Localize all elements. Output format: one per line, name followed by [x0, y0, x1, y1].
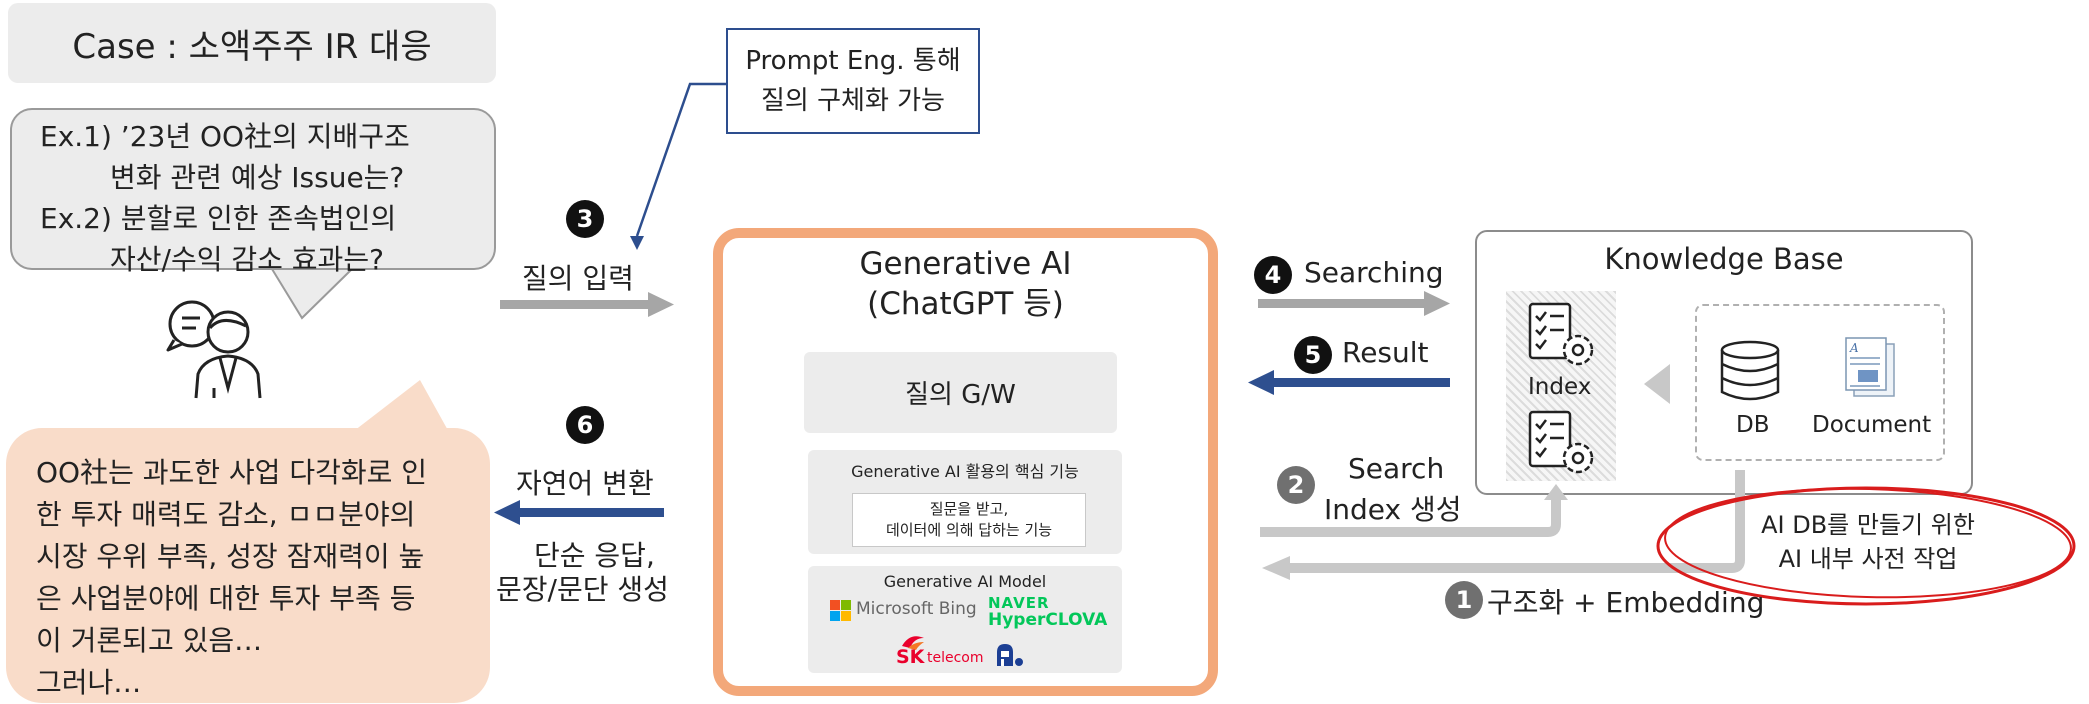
- database-icon: [1720, 340, 1780, 401]
- result-arrow: [1248, 370, 1450, 395]
- generative-ai-title: Generative AI (ChatGPT 등): [713, 244, 1218, 324]
- step-6-label: 자연어 변환: [516, 467, 654, 500]
- natural-language-arrow: [494, 500, 664, 525]
- answer-bubble-tail: [350, 380, 450, 434]
- microsoft-bing-logo-text: Microsoft Bing: [856, 599, 977, 619]
- step-2-label: Index 생성: [1324, 493, 1462, 526]
- person-icon: [166, 300, 262, 399]
- hyperclova-logo-text: HyperCLOVA: [988, 610, 1108, 630]
- step-6-badge: 6: [566, 406, 604, 444]
- step-3-label: 질의 입력: [522, 262, 634, 295]
- prompt-connector: [635, 82, 726, 237]
- ai-model-title: Generative AI Model: [883, 572, 1047, 591]
- question-line: Ex.1) ’23년 OO社의 지배구조: [40, 120, 410, 153]
- answer-line: OO社는 과도한 사업 다각화로 인: [36, 456, 428, 489]
- step-4-badge: 4: [1254, 256, 1292, 294]
- question-bubble-tail: [272, 268, 352, 318]
- sk-butterfly-icon: [902, 636, 924, 650]
- internal-flow-arrow: [1644, 364, 1670, 404]
- query-input-arrow: [500, 292, 674, 317]
- step-5-label: Result: [1342, 336, 1429, 369]
- step-4-label: Searching: [1304, 256, 1444, 289]
- case-title: Case : 소액주주 IR 대응: [8, 3, 496, 83]
- answer-line: 은 사업분야에 대한 투자 부족 등: [36, 582, 416, 615]
- step-1-badge: 1: [1445, 581, 1483, 619]
- answer-line: 이 거론되고 있음…: [36, 624, 263, 657]
- prompt-note: Prompt Eng. 통해 질의 구체화 가능: [726, 28, 980, 134]
- naver-logo-text: NAVER: [988, 594, 1050, 612]
- step-6-sub-label: 단순 응답,: [534, 539, 655, 572]
- answer-line: 그러나…: [36, 666, 142, 699]
- question-bubble: Ex.1) ’23년 OO社의 지배구조 변화 관련 예상 Issue는? Ex…: [10, 108, 496, 276]
- sk-telecom-logo-text: telecom: [927, 650, 984, 666]
- answer-bubble: OO社는 과도한 사업 다각화로 인 한 투자 매력도 감소, ㅁㅁ분야의 시장…: [6, 428, 490, 703]
- prompt-note-line: 질의 구체화 가능: [761, 86, 945, 116]
- step-3-badge: 3: [566, 200, 604, 238]
- step-5-badge: 5: [1294, 336, 1332, 374]
- ai-brand-logo-icon: [997, 644, 1023, 666]
- searching-arrow: [1258, 291, 1450, 316]
- document-icon: A: [1845, 337, 1895, 397]
- question-line: 변화 관련 예상 Issue는?: [110, 161, 405, 194]
- question-line: Ex.2) 분할로 인한 존속법인의: [40, 202, 397, 235]
- prompt-connector-head: [630, 236, 644, 250]
- generative-ai-title-line: (ChatGPT 등): [867, 286, 1064, 322]
- pre-work-note-line: AI 내부 사전 작업: [1778, 545, 1958, 573]
- index-label: Index: [1528, 374, 1592, 400]
- checklist-gear-icon: [1528, 410, 1594, 474]
- svg-text:A: A: [1849, 341, 1859, 355]
- microsoft-logo-icon: [830, 600, 851, 621]
- prompt-note-line: Prompt Eng. 통해: [745, 46, 961, 76]
- answer-line: 시장 우위 부족, 성장 잠재력이 높: [36, 540, 425, 573]
- data-source-area: [1695, 304, 1945, 461]
- step-2-badge: 2: [1277, 466, 1315, 504]
- knowledge-base-title: Knowledge Base: [1604, 242, 1844, 276]
- question-bubble-tail-outline: [271, 268, 353, 320]
- core-function-line: 질문을 받고,: [929, 500, 1009, 518]
- core-function-title: Generative AI 활용의 핵심 기능: [851, 462, 1079, 481]
- step-6-sub-label: 문장/문단 생성: [496, 573, 669, 606]
- sk-logo-text: SK: [896, 646, 925, 668]
- answer-line: 한 투자 매력도 감소, ㅁㅁ분야의: [36, 498, 416, 531]
- generative-ai-title-line: Generative AI: [859, 246, 1072, 282]
- step-2-label: Search: [1348, 452, 1445, 485]
- core-function-line: 데이터에 의해 답하는 기능: [885, 521, 1053, 539]
- pre-work-note: AI DB를 만들기 위한 AI 내부 사전 작업: [1718, 508, 2018, 576]
- db-label: DB: [1736, 412, 1770, 438]
- ai-model-panel: [808, 566, 1122, 673]
- step-1-label: 구조화 + Embedding: [1487, 586, 1765, 619]
- query-gateway: 질의 G/W: [804, 352, 1117, 433]
- core-function-description: 질문을 받고, 데이터에 의해 답하는 기능: [852, 493, 1086, 547]
- checklist-gear-icon: [1528, 302, 1594, 366]
- question-line: 자산/수익 감소 효과는?: [110, 243, 384, 276]
- pre-work-note-line: AI DB를 만들기 위한: [1761, 511, 1975, 539]
- document-label: Document: [1812, 412, 1932, 438]
